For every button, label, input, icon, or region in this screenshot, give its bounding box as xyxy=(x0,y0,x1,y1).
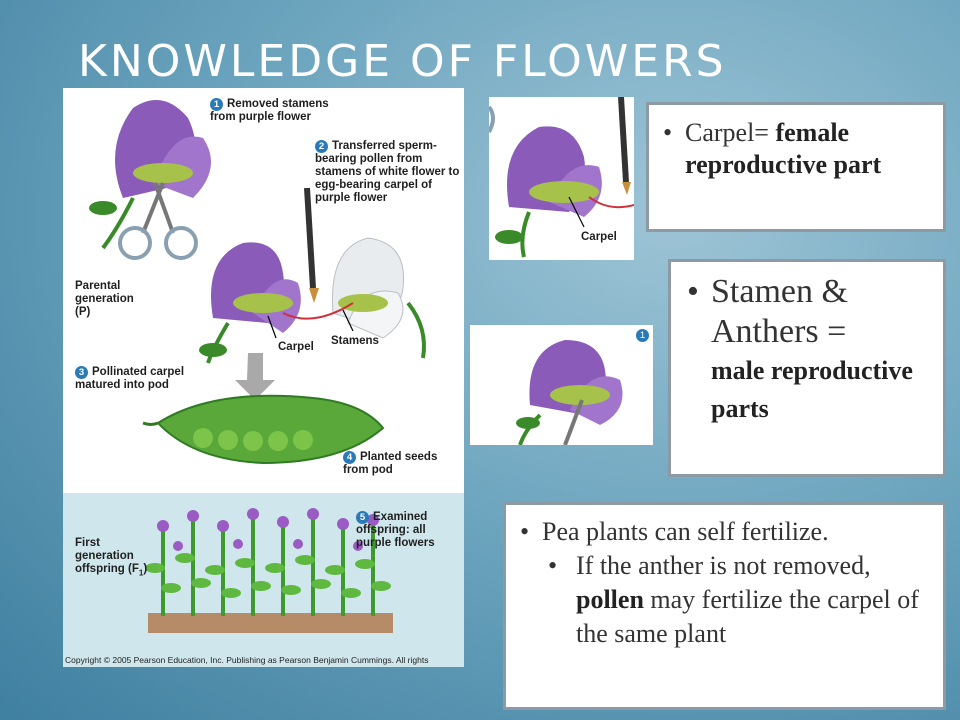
step5-text: Examined offspring: all purple flowers xyxy=(356,511,435,549)
stamen-line1: Stamen & xyxy=(711,273,848,310)
scissors-icon xyxy=(118,182,198,260)
inset-carpel-label: Carpel xyxy=(581,231,617,243)
purple-flower-step2 xyxy=(199,242,301,364)
stamen-removal-illustration xyxy=(516,340,623,445)
carpel-definition-bullet: Carpel= female reproductive part xyxy=(663,117,929,181)
first-generation-text: First generation offspring (F xyxy=(75,537,139,575)
first-generation-subscript: 1 xyxy=(138,568,144,578)
white-flower xyxy=(331,237,426,359)
step3-text: Pollinated carpel matured into pod xyxy=(75,366,185,391)
stamen-definition-box: Stamen & Anthers = male reproductive par… xyxy=(668,259,946,477)
step4-text: Planted seeds from pod xyxy=(343,451,438,476)
copyright-credit: Copyright © 2005 Pearson Education, Inc.… xyxy=(65,655,429,665)
carpel-closeup-illustration xyxy=(489,97,634,258)
stamen-definition-bullet: Stamen & Anthers = male reproductive par… xyxy=(687,272,929,428)
step1-number: 1 xyxy=(210,98,223,111)
parental-generation-label: Parental generation (P) xyxy=(75,280,134,318)
f1-plants xyxy=(145,508,393,633)
stamen-line2: Anthers = xyxy=(711,313,847,350)
pea-bullet-2-pollen: pollen xyxy=(576,585,644,614)
carpel-closeup-image: Carpel xyxy=(489,97,634,260)
step2-number: 2 xyxy=(315,140,328,153)
carpel-label: Carpel xyxy=(278,341,314,353)
slide-title: KNOWLEDGE OF FLOWERS xyxy=(78,36,727,87)
first-generation-label: First generation offspring (F1) xyxy=(75,537,153,579)
purple-flower-step1 xyxy=(89,100,211,250)
stamens-label: Stamens xyxy=(331,335,379,347)
pea-bullet-2-pre: If the anther is not removed, xyxy=(576,551,871,580)
step5-number: 5 xyxy=(356,511,369,524)
step1-text: Removed stamens from purple flower xyxy=(210,98,329,123)
stamen-removal-image: 1 xyxy=(470,325,653,445)
step2-text: Transferred sperm-bearing pollen from st… xyxy=(315,140,460,204)
carpel-female-text: female reproductive part xyxy=(685,118,882,179)
brush-icon xyxy=(304,187,319,303)
carpel-prefix: Carpel= xyxy=(685,118,776,147)
pea-bullet-2-post: may fertilize the carpel of the same pla… xyxy=(576,585,919,648)
pea-bullet-1: Pea plants can self fertilize. xyxy=(520,515,933,549)
pea-self-fertilize-box: Pea plants can self fertilize. If the an… xyxy=(503,502,946,710)
stamen-male-text: male reproductive parts xyxy=(711,356,913,423)
inset-step1-number: 1 xyxy=(636,329,649,342)
first-generation-close: ) xyxy=(143,563,148,575)
pea-bullet-2: If the anther is not removed, pollen may… xyxy=(548,549,933,651)
f1-background xyxy=(63,493,464,667)
figure-illustration xyxy=(89,100,426,633)
pea-pod xyxy=(142,394,385,465)
carpel-definition-box: Carpel= female reproductive part xyxy=(646,102,946,232)
step4-number: 4 xyxy=(343,451,356,464)
step3-number: 3 xyxy=(75,366,88,379)
